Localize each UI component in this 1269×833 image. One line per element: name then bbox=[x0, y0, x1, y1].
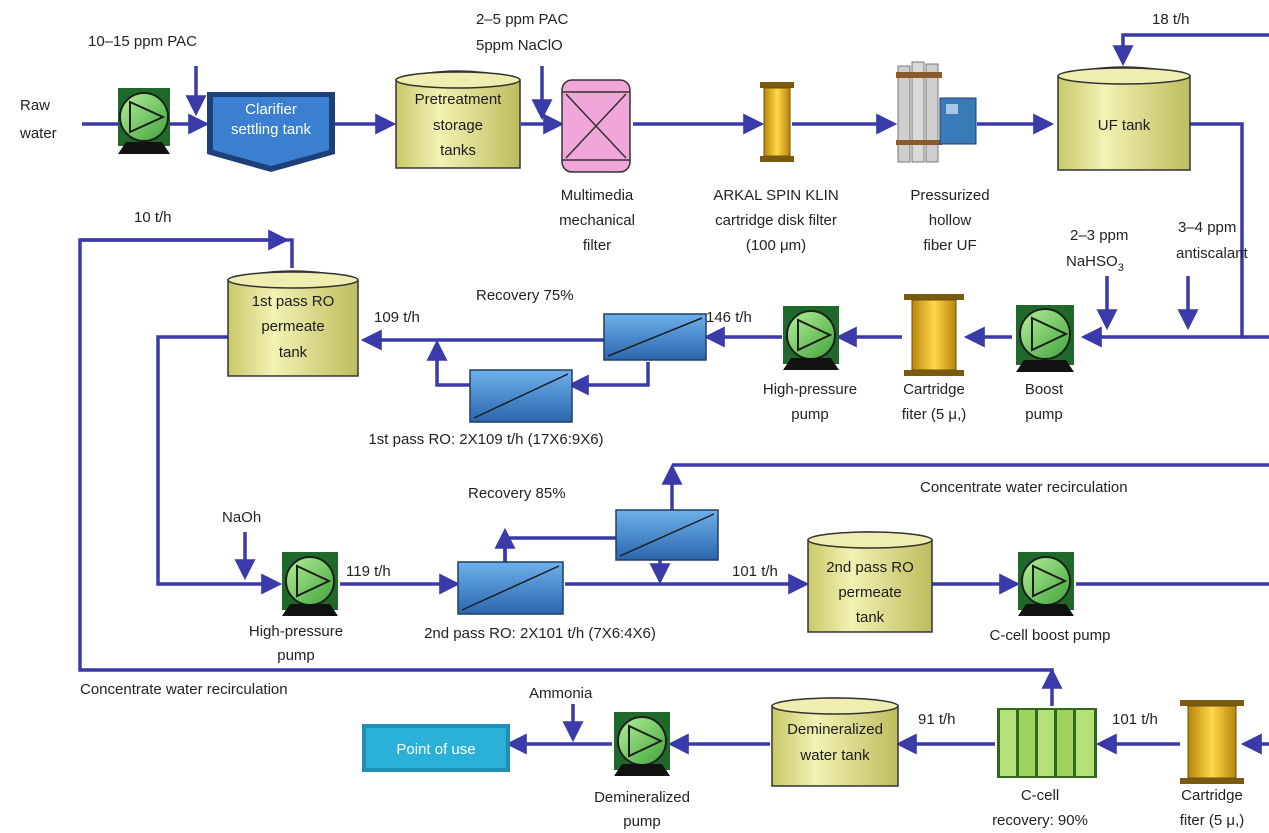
svg-text:(100 μm): (100 μm) bbox=[746, 237, 806, 254]
flow-ccell-in: 101 t/h bbox=[1112, 711, 1158, 728]
input-labels: Raw water 10–15 ppm PAC 2–5 ppm PAC 5ppm… bbox=[19, 11, 1249, 702]
antiscalant-label: antiscalant bbox=[1176, 245, 1249, 262]
ro1-vessel-b bbox=[469, 369, 573, 423]
svg-text:water tank: water tank bbox=[799, 747, 870, 764]
svg-text:C-cell boost pump: C-cell boost pump bbox=[990, 627, 1111, 644]
svg-text:fiter (5 μ,): fiter (5 μ,) bbox=[1180, 812, 1244, 829]
ro1-permeate-tank: 1st pass RO permeate tank bbox=[227, 270, 359, 377]
svg-text:recovery: 90%: recovery: 90% bbox=[992, 812, 1088, 829]
svg-text:1st pass RO: 2X109 t/h (17X6:9: 1st pass RO: 2X109 t/h (17X6:9X6) bbox=[368, 431, 603, 448]
pipe-ro1b-permeate bbox=[426, 339, 470, 387]
svg-text:Pressurized: Pressurized bbox=[910, 187, 989, 204]
svg-text:Cartridge: Cartridge bbox=[1181, 787, 1243, 804]
flow-ro2-in: 119 t/h bbox=[346, 563, 391, 580]
svg-text:pump: pump bbox=[277, 647, 315, 664]
pipe-permeate-to-hp2 bbox=[156, 335, 283, 595]
ro1-vessel-a bbox=[603, 313, 707, 361]
flow-ccell-out: 91 t/h bbox=[918, 711, 956, 728]
svg-text:permeate: permeate bbox=[261, 318, 324, 335]
demineralized-pump bbox=[614, 712, 670, 776]
svg-text:hollow: hollow bbox=[929, 212, 972, 229]
svg-text:Boost: Boost bbox=[1025, 381, 1064, 398]
pipe-ro1a-to-ro1b bbox=[567, 362, 650, 396]
svg-text:Point of use: Point of use bbox=[396, 741, 475, 758]
svg-text:pump: pump bbox=[623, 813, 661, 830]
svg-text:fiter (5 μ,): fiter (5 μ,) bbox=[902, 406, 966, 423]
flow-ro1-out: 109 t/h bbox=[374, 309, 420, 326]
svg-text:filter: filter bbox=[583, 237, 611, 254]
pipe-ro2a-to-ro2b bbox=[503, 536, 616, 564]
arkal-disk-filter bbox=[760, 82, 794, 162]
svg-text:High-pressure: High-pressure bbox=[249, 623, 343, 640]
cartridge-filter-1 bbox=[904, 294, 964, 376]
ro2-vessel-a bbox=[457, 561, 564, 615]
raw-water-pump bbox=[118, 88, 170, 154]
svg-text:High-pressure: High-pressure bbox=[763, 381, 857, 398]
svg-text:Demineralized: Demineralized bbox=[594, 789, 690, 806]
pipe-network bbox=[78, 33, 1269, 755]
svg-text:storage: storage bbox=[433, 117, 483, 134]
svg-text:Pretreatment: Pretreatment bbox=[415, 91, 503, 108]
svg-text:Demineralized: Demineralized bbox=[787, 721, 883, 738]
svg-text:UF tank: UF tank bbox=[1098, 117, 1151, 134]
raw-water-label: Raw bbox=[20, 97, 50, 114]
svg-text:Cartridge: Cartridge bbox=[903, 381, 965, 398]
svg-text:settling tank: settling tank bbox=[231, 121, 312, 138]
pipe-18th-inlet bbox=[1112, 33, 1269, 67]
flow-ro1-in: 146 t/h bbox=[706, 309, 752, 326]
high-pressure-pump-2 bbox=[282, 552, 338, 616]
svg-text:permeate: permeate bbox=[838, 584, 901, 601]
flow-labels: 18 t/h 10 t/h 109 t/h 146 t/h Recovery 7… bbox=[80, 11, 1190, 728]
cartridge-filter-2 bbox=[1180, 700, 1244, 784]
boost-pump bbox=[1016, 305, 1074, 372]
naclo-dose-label: 5ppm NaClO bbox=[476, 37, 563, 54]
hollow-fiber-uf-unit bbox=[896, 61, 977, 163]
equipment-labels: Multimedia mechanical filter ARKAL SPIN … bbox=[249, 187, 1244, 830]
svg-text:C-cell: C-cell bbox=[1021, 787, 1059, 804]
uf-tank: UF tank bbox=[1057, 66, 1191, 171]
svg-text:ARKAL SPIN KLIN: ARKAL SPIN KLIN bbox=[713, 187, 838, 204]
ro2-permeate-tank: 2nd pass RO permeate tank bbox=[807, 531, 933, 633]
clarifier-settling-tank: Clarifier settling tank bbox=[207, 92, 335, 172]
svg-text:Clarifier: Clarifier bbox=[245, 101, 297, 118]
pac-dose-2-label: 2–5 ppm PAC bbox=[476, 11, 568, 28]
ccell-unit bbox=[997, 708, 1097, 778]
nahso3-formula-label: NaHSO3 bbox=[1066, 253, 1124, 274]
pretreatment-storage-tank: Pretreatment storage tanks bbox=[395, 70, 521, 169]
svg-text:2nd pass RO: 2nd pass RO bbox=[826, 559, 914, 576]
svg-text:tank: tank bbox=[279, 344, 308, 361]
dosing-arrows bbox=[185, 66, 1199, 743]
pipe-uftank-to-boost bbox=[1080, 122, 1244, 348]
svg-text:tank: tank bbox=[856, 609, 885, 626]
flow-ro2-out: 101 t/h bbox=[732, 563, 778, 580]
raw-water-label-2: water bbox=[19, 125, 57, 142]
svg-text:cartridge disk filter: cartridge disk filter bbox=[715, 212, 837, 229]
svg-text:1st pass RO: 1st pass RO bbox=[252, 293, 335, 310]
naoh-label: NaOh bbox=[222, 509, 261, 526]
demineralized-water-tank: Demineralized water tank bbox=[771, 697, 899, 787]
high-pressure-pump-1 bbox=[783, 306, 839, 370]
antiscalant-dose-label: 3–4 ppm bbox=[1178, 219, 1236, 236]
svg-text:Multimedia: Multimedia bbox=[561, 187, 634, 204]
flow-18th: 18 t/h bbox=[1152, 11, 1190, 28]
concentrate-recirc-label-2: Concentrate water recirculation bbox=[920, 479, 1128, 496]
multimedia-filter bbox=[561, 79, 631, 173]
ro1-recovery: Recovery 75% bbox=[476, 287, 574, 304]
ccell-boost-pump bbox=[1018, 552, 1074, 616]
svg-text:pump: pump bbox=[791, 406, 829, 423]
ro2-vessel-b bbox=[615, 509, 719, 561]
svg-text:pump: pump bbox=[1025, 406, 1063, 423]
flow-recirc-10th: 10 t/h bbox=[134, 209, 172, 226]
svg-text:mechanical: mechanical bbox=[559, 212, 635, 229]
svg-text:fiber UF: fiber UF bbox=[923, 237, 976, 254]
nahso3-label: 2–3 ppm bbox=[1070, 227, 1128, 244]
point-of-use: Point of use bbox=[362, 724, 510, 772]
concentrate-recirc-label-1: Concentrate water recirculation bbox=[80, 681, 288, 698]
svg-text:2nd pass RO: 2X101 t/h (7X6:4X: 2nd pass RO: 2X101 t/h (7X6:4X6) bbox=[424, 625, 656, 642]
pac-dose-1-label: 10–15 ppm PAC bbox=[88, 33, 197, 50]
svg-text:tanks: tanks bbox=[440, 142, 476, 159]
ro2-recovery: Recovery 85% bbox=[468, 485, 566, 502]
ammonia-label: Ammonia bbox=[529, 685, 593, 702]
